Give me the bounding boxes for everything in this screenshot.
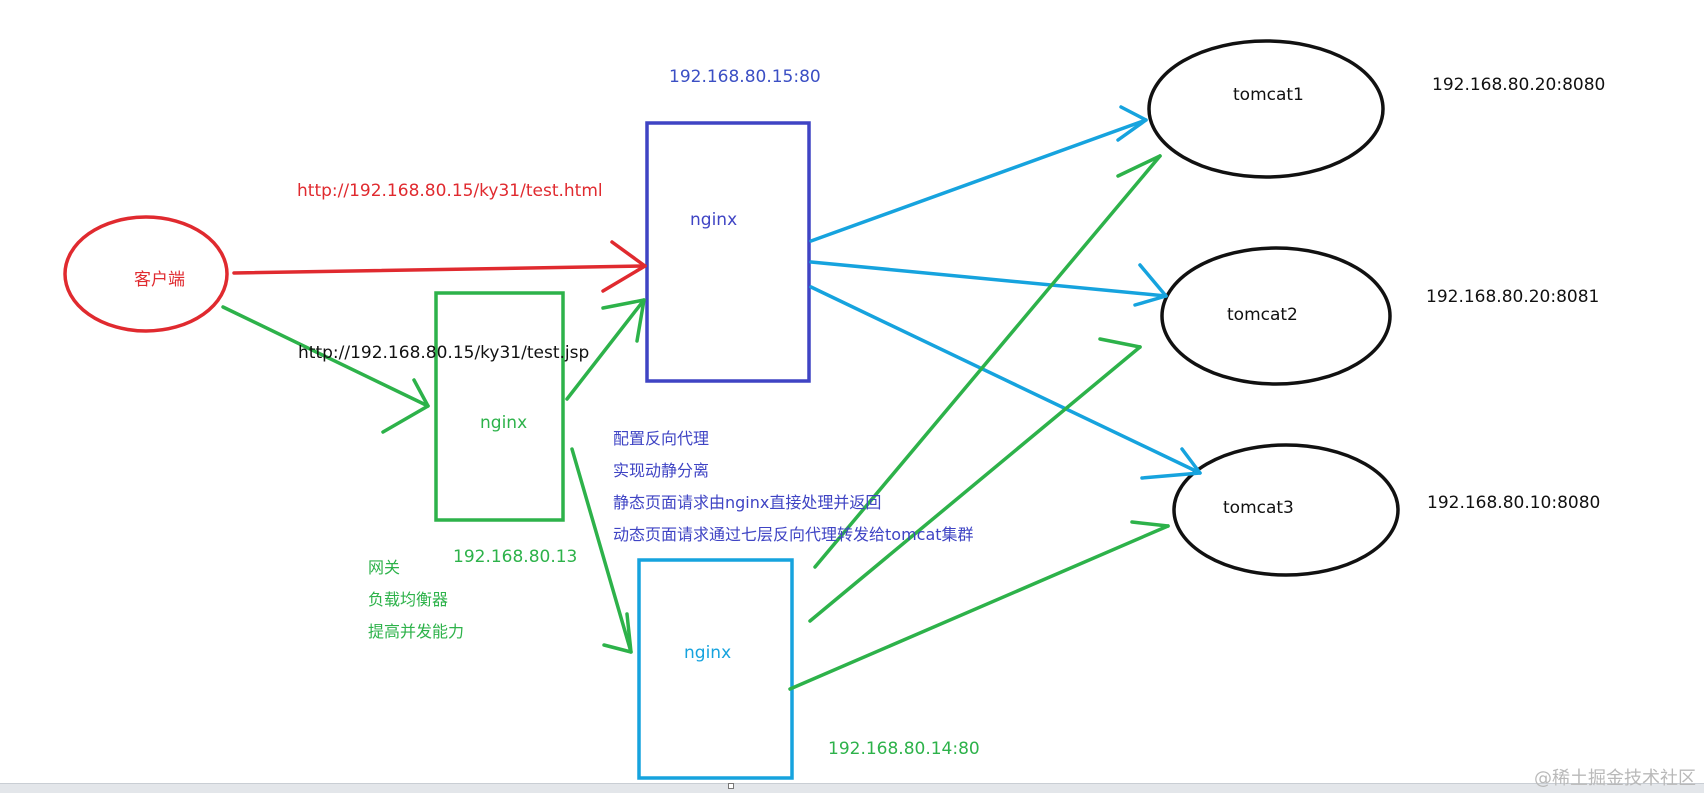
tomcat3-label: tomcat3 (1223, 498, 1294, 518)
arrow-static-nginx-to-tomcat3 (809, 285, 1202, 480)
arrow-client-to-gateway (221, 305, 430, 434)
gateway-ip: 192.168.80.13 (453, 547, 577, 567)
arrow-static-nginx-to-tomcat1 (809, 105, 1148, 243)
dynamic-request-url: http://192.168.80.15/ky31/test.jsp (298, 343, 589, 363)
client-node (63, 215, 229, 333)
arrow-dynamic-nginx-to-tomcat1 (813, 154, 1162, 569)
arrow-client-to-static-nginx (232, 240, 647, 293)
static-proxy-nginx-label: nginx (690, 210, 737, 230)
tomcat1-node (1147, 39, 1385, 179)
tomcat1-label: tomcat1 (1233, 85, 1304, 105)
dynamic-proxy-ip: 192.168.80.14:80 (828, 739, 980, 759)
arrow-static-nginx-to-tomcat2 (809, 260, 1168, 307)
arrow-dynamic-nginx-to-tomcat3 (788, 520, 1170, 691)
static-proxy-note-4: 动态页面请求通过七层反向代理转发给tomcat集群 (613, 525, 974, 544)
watermark: @稀土掘金技术社区 (1534, 768, 1696, 789)
arrow-gateway-to-static-nginx (565, 298, 646, 401)
tomcat1-ip: 192.168.80.20:8080 (1432, 75, 1605, 95)
dynamic-proxy-nginx-box (637, 558, 794, 780)
static-proxy-nginx-box (645, 121, 811, 383)
gateway-role-1: 网关 (368, 558, 400, 577)
arrow-dynamic-nginx-to-tomcat2 (808, 337, 1142, 623)
static-proxy-note-3: 静态页面请求由nginx直接处理并返回 (613, 493, 881, 512)
static-proxy-ip: 192.168.80.15:80 (669, 67, 821, 87)
client-label: 客户端 (134, 270, 185, 290)
scrollbar-handle[interactable] (728, 783, 734, 789)
tomcat2-label: tomcat2 (1227, 305, 1298, 325)
gateway-role-2: 负载均衡器 (368, 590, 448, 609)
tomcat2-ip: 192.168.80.20:8081 (1426, 287, 1599, 307)
gateway-nginx-box (434, 291, 565, 522)
gateway-role-3: 提高并发能力 (368, 622, 464, 641)
dynamic-proxy-nginx-label: nginx (684, 643, 731, 663)
static-proxy-note-2: 实现动静分离 (613, 461, 709, 480)
tomcat3-ip: 192.168.80.10:8080 (1427, 493, 1600, 513)
bottom-scrollbar[interactable] (0, 783, 1704, 793)
gateway-nginx-label: nginx (480, 413, 527, 433)
static-request-url: http://192.168.80.15/ky31/test.html (297, 181, 603, 201)
arrow-gateway-to-dynamic-nginx (570, 447, 633, 654)
tomcat2-node (1160, 246, 1392, 386)
static-proxy-note-1: 配置反向代理 (613, 429, 709, 448)
tomcat3-node (1172, 443, 1400, 577)
